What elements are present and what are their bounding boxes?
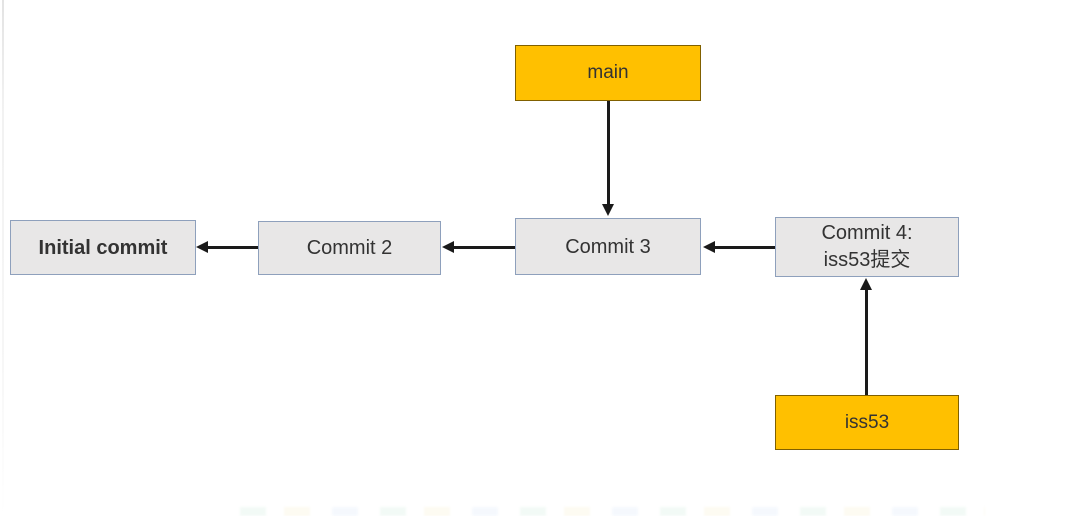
commit-label-commit2: Commit 2 — [306, 237, 393, 259]
arrow-commit2-to-initial-line — [207, 246, 258, 249]
branch-label-main: main — [587, 62, 629, 83]
arrow-main-to-commit3-line — [607, 101, 610, 204]
cutoff-caption-remnant — [240, 507, 985, 516]
commit-box-commit2: Commit 2 — [258, 221, 441, 275]
commit-box-initial: Initial commit — [10, 220, 196, 275]
arrow-commit4-to-commit3-line — [714, 246, 775, 249]
arrow-commit3-to-commit2-head — [442, 241, 454, 253]
arrow-commit3-to-commit2-line — [453, 246, 515, 249]
arrow-iss53-to-commit4-line — [865, 290, 868, 395]
branch-box-main: main — [515, 45, 701, 101]
photo-edge-line — [2, 0, 4, 516]
branch-label-iss53: iss53 — [844, 411, 890, 433]
commit-label-commit4-line1: Commit 4: — [821, 222, 913, 244]
commit-label-commit4-line2: iss53提交 — [823, 249, 911, 271]
arrow-commit2-to-initial-head — [196, 241, 208, 253]
arrow-main-to-commit3-head — [602, 204, 614, 216]
commit-box-commit3: Commit 3 — [515, 218, 701, 275]
commit-label-initial: Initial commit — [38, 236, 168, 259]
commit-label-commit3: Commit 3 — [565, 235, 651, 258]
arrow-iss53-to-commit4-head — [860, 278, 872, 290]
commit-box-commit4: Commit 4: iss53提交 — [775, 217, 959, 277]
branch-box-iss53: iss53 — [775, 395, 959, 450]
arrow-commit4-to-commit3-head — [703, 241, 715, 253]
